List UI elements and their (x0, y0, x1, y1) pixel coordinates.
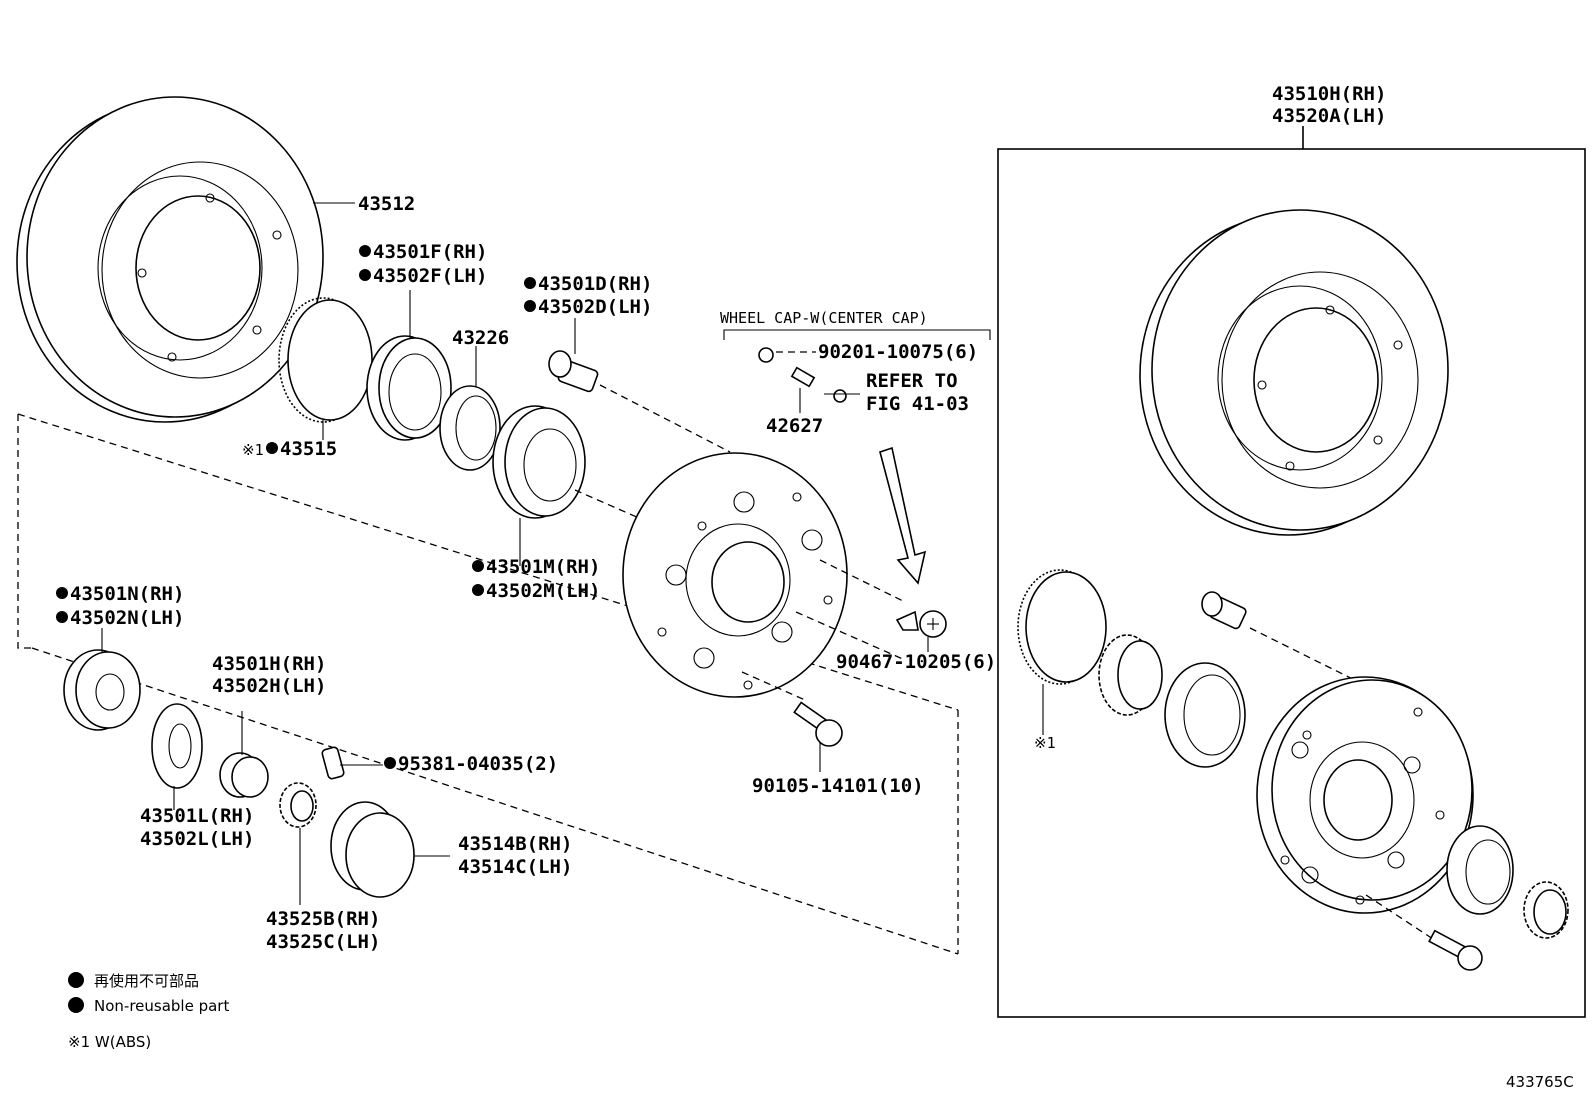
wheel-cap-group (723, 329, 991, 413)
label-bearing-d-lh: 43502D(LH) (538, 296, 652, 318)
label-bolt: 90105-14101(10) (752, 775, 924, 797)
hub-bolt (793, 701, 843, 772)
nonreusable-marker (56, 611, 68, 623)
label-cap-nut: 42627 (766, 415, 823, 437)
assy-inner-bearing (1098, 634, 1163, 716)
assy-disc-rotor (1139, 209, 1449, 536)
label-bearing-d-rh: 43501D(RH) (538, 273, 652, 295)
legend: 再使用不可部品 Non-reusable part ※1 W(ABS) (68, 972, 229, 1051)
label-grease-cap-rh: 43514B(RH) (458, 833, 572, 855)
label-bearing-m-rh: 43501M(RH) (486, 556, 600, 578)
screw (895, 610, 947, 652)
figure-id: 433765C (1506, 1073, 1574, 1091)
bearing-race (439, 346, 501, 471)
legend-nonreusable-en: Non-reusable part (94, 997, 229, 1015)
label-refer-to: REFER TO (866, 370, 958, 392)
nonreusable-marker (56, 587, 68, 599)
label-seal-f-lh: 43502F(LH) (373, 265, 487, 287)
label-cotter-pin: 95381-04035(2) (398, 753, 558, 775)
legend-marker (68, 972, 84, 988)
oil-seal (366, 290, 452, 441)
legend-marker (68, 997, 84, 1013)
lock-cap (279, 782, 317, 905)
label-lock-cap-rh: 43525B(RH) (266, 908, 380, 930)
nonreusable-marker (266, 442, 278, 454)
cotter-pin (321, 746, 383, 780)
assy-hub-bolt-stud (1201, 591, 1406, 706)
label-disc: 43512 (358, 193, 415, 215)
assy-outer-race (1164, 662, 1246, 768)
assy-lock-cap (1523, 881, 1569, 939)
group-outline-left (17, 414, 32, 649)
grease-cap (330, 801, 450, 898)
label-bearing-n-rh: 43501N(RH) (70, 583, 184, 605)
label-right-box-note: ※1 (1034, 734, 1056, 752)
label-rotor-assy-rh: 43510H(RH) (1272, 83, 1386, 105)
thrust-washer (151, 703, 203, 810)
label-washer-l-lh: 43502L(LH) (140, 828, 254, 850)
nonreusable-marker (472, 560, 484, 572)
direction-arrow (879, 446, 927, 585)
label-nut-h-rh: 43501H(RH) (212, 653, 326, 675)
disc-rotor (16, 96, 355, 423)
nonreusable-marker (359, 269, 371, 281)
label-nut-h-lh: 43502H(LH) (212, 675, 326, 697)
assy-outer-bearing (1446, 825, 1514, 915)
inner-bearing (492, 405, 656, 566)
nonreusable-marker (524, 277, 536, 289)
nonreusable-marker (384, 757, 396, 769)
label-bearing-n-lh: 43502N(LH) (70, 607, 184, 629)
label-sensor-rotor-note: ※1 (242, 441, 264, 459)
label-lock-cap-lh: 43525C(LH) (266, 931, 380, 953)
hub-bolt-stud (548, 318, 731, 453)
outer-bearing (63, 628, 141, 731)
label-grease-cap-lh: 43514C(LH) (458, 856, 572, 878)
sensor-rotor (278, 297, 373, 440)
hub-nut (219, 711, 269, 798)
nonreusable-marker (472, 584, 484, 596)
label-screw: 90467-10205(6) (836, 651, 996, 673)
label-rotor-assy-lh: 43520A(LH) (1272, 105, 1386, 127)
nonreusable-marker (524, 300, 536, 312)
label-sensor-rotor: 43515 (280, 438, 337, 460)
labels: 43510H(RH) 43520A(LH) 43512 43501F(RH) 4… (56, 83, 1386, 953)
axle-hub (622, 452, 906, 701)
label-race: 43226 (452, 327, 509, 349)
label-bearing-m-lh: 43502M(LH) (486, 580, 600, 602)
label-washer-l-rh: 43501L(RH) (140, 805, 254, 827)
rotor-hub-assembly-box (997, 126, 1586, 1018)
label-refer-fig: FIG 41-03 (866, 393, 969, 415)
legend-nonreusable-jp: 再使用不可部品 (94, 972, 199, 990)
assy-axle-hub (1256, 676, 1474, 961)
group-outline-bottom (31, 647, 959, 955)
assy-hub-bolt (1428, 929, 1483, 971)
label-wheel-cap-group: WHEEL CAP-W(CENTER CAP) (720, 309, 928, 327)
assy-sensor-ring (1017, 569, 1107, 735)
legend-footnote: ※1 W(ABS) (68, 1033, 151, 1051)
label-cap-washer: 90201-10075(6) (818, 341, 978, 363)
label-seal-f-rh: 43501F(RH) (373, 241, 487, 263)
nonreusable-marker (359, 245, 371, 257)
